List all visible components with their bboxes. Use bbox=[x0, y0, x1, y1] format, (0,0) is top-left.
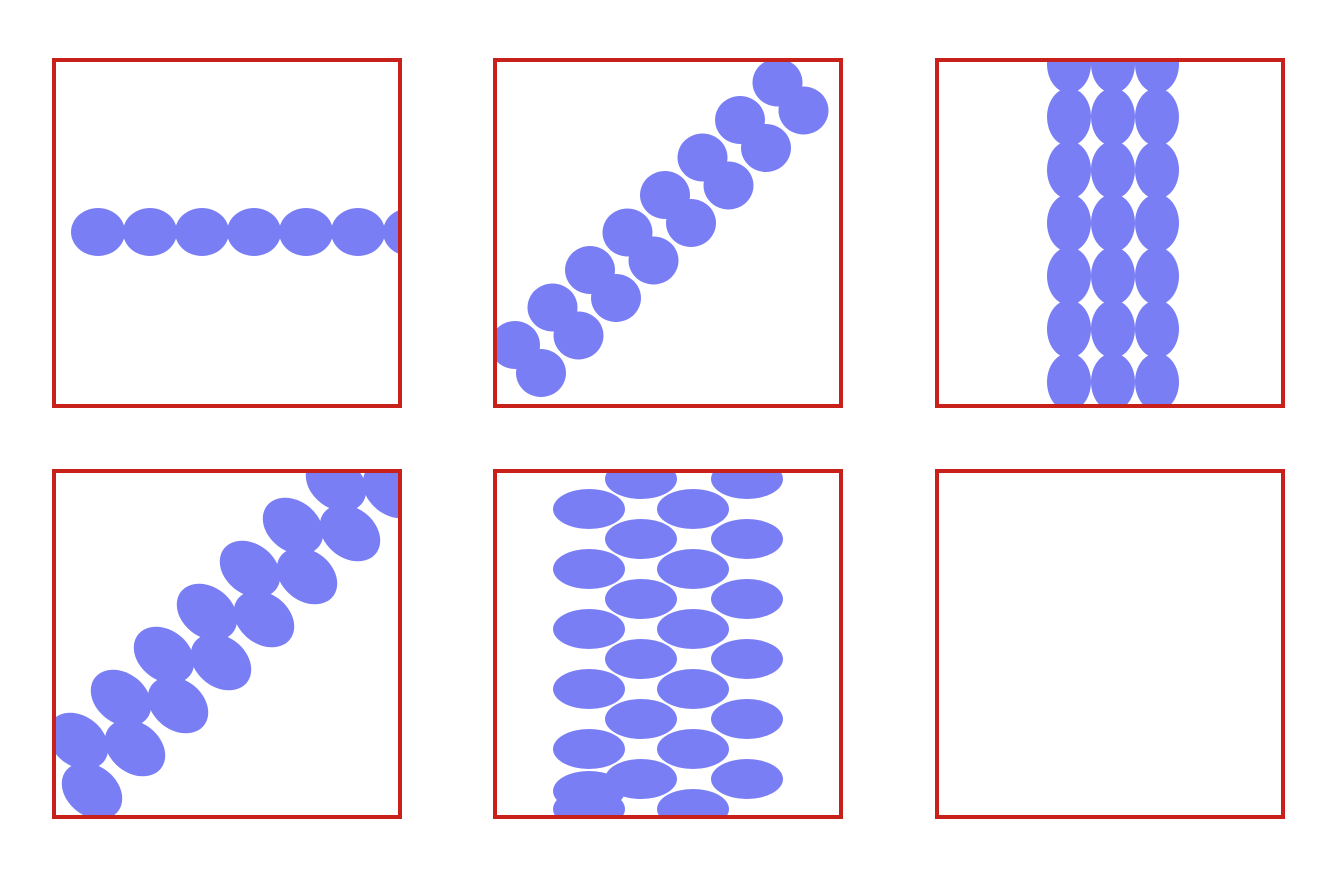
blob-shape bbox=[90, 669, 152, 727]
blob-shape bbox=[703, 161, 754, 210]
blob-shape bbox=[383, 209, 400, 255]
panel-frame bbox=[52, 469, 402, 819]
blob-shape bbox=[262, 497, 324, 555]
panel-pattern bbox=[54, 400, 421, 817]
blob-shape bbox=[175, 208, 229, 256]
blob-shape bbox=[123, 208, 177, 256]
blob-shape bbox=[1135, 141, 1179, 199]
blob-shape bbox=[147, 676, 209, 734]
panel-frame bbox=[493, 58, 843, 408]
blob-shape bbox=[1047, 353, 1091, 406]
blob-shape bbox=[711, 579, 783, 619]
blob-shape bbox=[711, 471, 783, 499]
blob-shape bbox=[1091, 300, 1135, 358]
panel-pattern bbox=[1047, 60, 1179, 406]
blob-shape bbox=[605, 519, 677, 559]
blob-shape bbox=[1047, 300, 1091, 358]
blob-shape bbox=[1091, 247, 1135, 305]
blob-shape bbox=[657, 549, 729, 589]
panel-background bbox=[937, 471, 1283, 817]
panel-pattern bbox=[553, 471, 783, 817]
blob-shape bbox=[104, 719, 166, 777]
blob-shape bbox=[1135, 88, 1179, 146]
blob-shape bbox=[1135, 194, 1179, 252]
blob-shape bbox=[711, 759, 783, 799]
panel-frame bbox=[52, 58, 402, 408]
blob-shape bbox=[133, 626, 195, 684]
blob-shape bbox=[1047, 88, 1091, 146]
blob-shape bbox=[1091, 60, 1135, 93]
blob-shape bbox=[319, 504, 381, 562]
blob-shape bbox=[1091, 353, 1135, 406]
panel-pattern bbox=[71, 208, 489, 256]
panel-frame bbox=[935, 58, 1285, 408]
blob-shape bbox=[305, 471, 367, 512]
blob-shape bbox=[591, 274, 641, 322]
blob-shape bbox=[1047, 60, 1091, 93]
blob-shape bbox=[1091, 194, 1135, 252]
blob-shape bbox=[362, 471, 400, 519]
blob-shape bbox=[1135, 353, 1179, 406]
panel-vertical-triple-column bbox=[935, 58, 1285, 408]
blob-shape bbox=[279, 208, 333, 256]
panel-diagonal-double-chain bbox=[493, 58, 843, 408]
blob-shape bbox=[219, 540, 281, 598]
panel-empty bbox=[935, 469, 1285, 819]
blob-shape bbox=[516, 349, 566, 397]
blob-shape bbox=[435, 208, 489, 256]
blob-shape bbox=[1047, 141, 1091, 199]
blob-shape bbox=[331, 208, 385, 256]
blob-shape bbox=[553, 771, 625, 811]
blob-shape bbox=[276, 547, 338, 605]
blob-shape bbox=[657, 789, 729, 817]
blob-shape bbox=[338, 400, 421, 480]
blob-shape bbox=[1135, 247, 1179, 305]
blob-shape bbox=[1135, 60, 1179, 93]
blob-shape bbox=[190, 633, 252, 691]
blob-shape bbox=[1091, 141, 1135, 199]
blob-shape bbox=[711, 639, 783, 679]
blob-shape bbox=[711, 519, 783, 559]
blob-shape bbox=[628, 236, 679, 285]
blob-shape bbox=[605, 471, 677, 499]
blob-shape bbox=[61, 762, 123, 817]
blob-shape bbox=[553, 489, 625, 529]
blob-shape bbox=[553, 729, 625, 769]
blob-shape bbox=[227, 208, 281, 256]
blob-shape bbox=[657, 489, 729, 529]
blob-shape bbox=[1047, 194, 1091, 252]
blob-shape bbox=[778, 86, 829, 135]
blob-shape bbox=[233, 590, 295, 648]
blob-shape bbox=[657, 609, 729, 649]
panel-frame bbox=[493, 469, 843, 819]
panel-diagonal-tilted-chain bbox=[52, 400, 421, 819]
blob-shape bbox=[711, 699, 783, 739]
blob-shape bbox=[71, 208, 125, 256]
blob-shape bbox=[54, 712, 109, 770]
blob-shape bbox=[553, 549, 625, 589]
blob-shape bbox=[605, 639, 677, 679]
blob-shape bbox=[1091, 88, 1135, 146]
panel-vertical-staggered-grid bbox=[493, 469, 843, 819]
blob-shape bbox=[1135, 300, 1179, 358]
blob-shape bbox=[176, 583, 238, 641]
panel-frame bbox=[935, 469, 1285, 819]
blob-shape bbox=[741, 124, 791, 172]
blob-shape bbox=[1047, 247, 1091, 305]
blob-shape bbox=[657, 669, 729, 709]
panel-pattern bbox=[495, 60, 829, 397]
blob-shape bbox=[553, 669, 625, 709]
blob-shape bbox=[666, 199, 716, 247]
blob-shape bbox=[605, 579, 677, 619]
blob-shape bbox=[553, 311, 604, 360]
blob-shape bbox=[605, 699, 677, 739]
blob-shape bbox=[553, 609, 625, 649]
panel-horizontal-chain bbox=[52, 58, 489, 408]
blob-shape bbox=[657, 729, 729, 769]
